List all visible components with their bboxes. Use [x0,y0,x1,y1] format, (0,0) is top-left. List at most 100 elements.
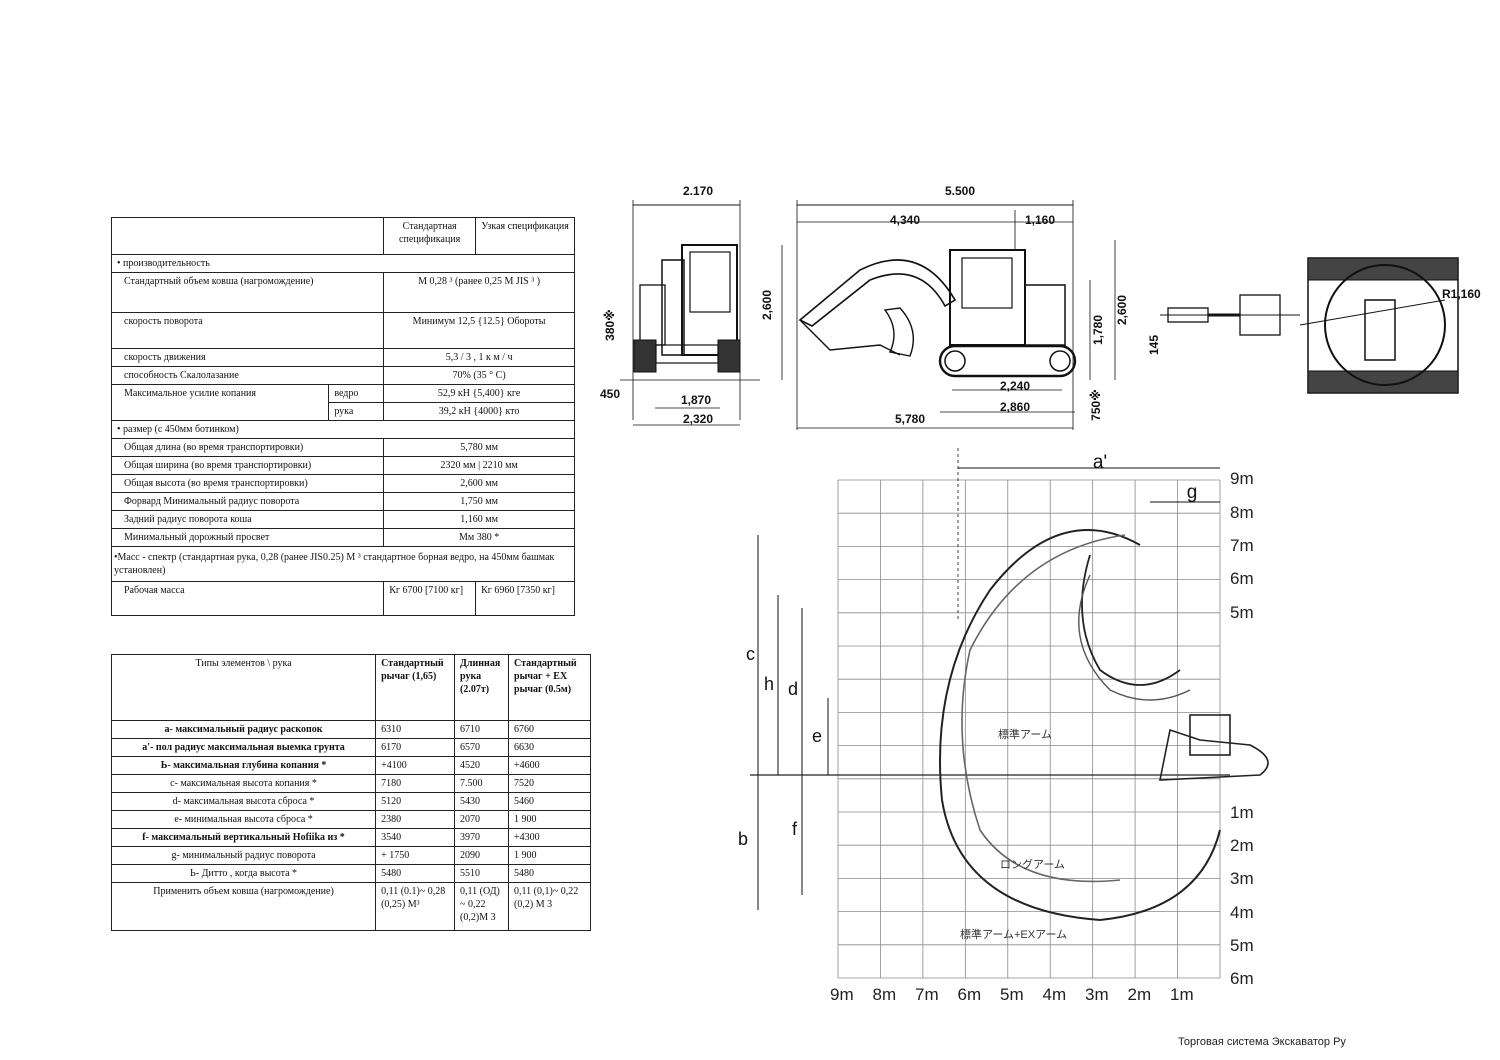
range-grid [837,479,1221,979]
range-row: Применить объем ковша (нагромождение)0,1… [110,882,591,931]
range-row-std: 5120 [375,792,456,811]
y-tick-label: 5m [1230,936,1254,955]
side-view-drawing: 5.500 4,340 1,160 2,600 1,780 2,600 145 … [760,184,1161,430]
side-dim-2860: 2,860 [1000,400,1030,414]
x-tick-label: 3m [1085,985,1109,1004]
range-row-std: 3540 [375,828,456,847]
range-row-ex: 5480 [508,864,591,883]
range-row-ex: 6630 [508,738,591,757]
travel-speed-value: 5,3 / 3 , 1 к м / ч [383,348,575,367]
y-tick-label: 4m [1230,903,1254,922]
gradeability-value: 70% (35 ° C) [383,366,575,385]
digging-force-arm-value: 39,2 кН {4000} кто [383,402,575,421]
gradeability-label: способность Скалолазание [110,366,385,385]
range-row-std: 6170 [375,738,456,757]
footer-caption: Торговая система Экскаватор Ру [1178,1036,1346,1048]
overall-height-label: Общая высота (во время транспортировки) [110,474,385,493]
range-row-long: 2090 [454,846,510,865]
y-tick-label: 6m [1230,969,1254,988]
range-row-label: a- максимальный радиус раскопок [110,720,377,739]
x-tick-label: 7m [915,985,939,1004]
range-row-long: 6710 [454,720,510,739]
curve-label-ex: 標準アーム+EXアーム [960,927,1067,941]
range-row-ex: 1 900 [508,810,591,829]
bucket-volume-value: M 0,28 ³ (ранее 0,25 M JIS ³ ) [383,272,575,313]
y-tick-label: 1m [1230,803,1254,822]
std-arm-header: Стандартный рычаг (1,65) [375,654,456,721]
std-ex-header: Стандартный рычаг + EX рычаг (0.5м) [508,654,591,721]
side-height-2600: 2,600 [760,290,774,320]
col-narrow-header: Узкая спецификация [475,217,575,255]
range-row-label: e- минимальная высота сброса * [110,810,377,829]
range-row-label: Ь- Дитто , когда высота * [110,864,377,883]
side-dim-4340: 4,340 [890,213,920,227]
side-length-top: 5.500 [945,184,975,198]
front-gauge: 1,870 [681,393,711,407]
range-row-label: g- минимальный радиус поворота [110,846,377,865]
range-row: a'- пол радиус максимальная выемка грунт… [110,738,591,757]
overall-width-value: 2320 мм | 2210 мм [383,456,575,475]
working-range-table: Типы элементов \ рука Стандартный рычаг … [110,654,591,931]
perf-section: • производительность [111,254,575,273]
x-tick-label: 8m [873,985,897,1004]
col-std-header: Стандартная спецификация [383,217,477,255]
range-row-std: 2380 [375,810,456,829]
operating-mass-narrow: Кг 6960 [7350 кг] [475,581,575,616]
range-row-ex: 0,11 (0,1)~ 0,22 (0,2) M 3 [508,882,591,931]
rear-radius-value: 1,160 мм [383,510,575,529]
machine-drawings: 2.170 380※ 450 1,870 2,320 5.500 4,340 1… [600,184,1481,430]
range-row-long: 3970 [454,828,510,847]
spec-table: Стандартная спецификация Узкая специфика… [110,217,575,616]
range-row-label: Ь- максимальная глубина копания * [110,756,377,775]
types-header: Типы элементов \ рука [110,654,377,721]
range-row-long: 4520 [454,756,510,775]
overall-length-label: Общая длина (во время транспортировки) [110,438,385,457]
digging-force-label: Максимальное усилие копания [110,384,330,421]
range-row-std: + 1750 [375,846,456,865]
label-b: b [738,829,748,849]
overall-width-label: Общая ширина (во время транспортировки) [110,456,385,475]
working-range-diagram: a' g c h d e b f 標準アーム ロングアーム 標準アーム+EXアー… [738,448,1269,1004]
x-tick-label: 1m [1170,985,1194,1004]
range-row-label: f- максимальный вертикальный Hofiika из … [110,828,377,847]
range-row-ex: 5460 [508,792,591,811]
range-row-ex: 6760 [508,720,591,739]
mass-note: •Масс - спектр (стандартная рука, 0,28 (… [111,546,575,582]
range-row-label: c- максимальная высота копания * [110,774,377,793]
label-c: c [746,644,755,664]
range-row-std: 6310 [375,720,456,739]
digging-force-bucket-value: 52,9 кН {5,400} кге [383,384,575,403]
y-tick-label: 2m [1230,836,1254,855]
range-header-row: Типы элементов \ рука Стандартный рычаг … [110,654,591,721]
label-g: g [1187,482,1198,503]
swing-speed-label: скорость поворота [110,312,385,349]
side-dim-2240: 2,240 [1000,379,1030,393]
swing-speed-value: Минимум 12,5 {12.5} Обороты [383,312,575,349]
range-row-ex: +4300 [508,828,591,847]
operating-mass-label: Рабочая масса [110,581,385,616]
range-row-long: 5430 [454,792,510,811]
range-row-std: 5480 [375,864,456,883]
range-row-std: 0,11 (0.1)~ 0,28 (0,25) M³ [375,882,456,931]
overall-length-value: 5,780 мм [383,438,575,457]
side-dim-1160: 1,160 [1025,213,1055,227]
label-f: f [792,819,798,839]
side-height-2600b: 2,600 [1115,295,1129,325]
y-tick-label: 5m [1230,603,1254,622]
front-radius-label: Форвард Минимальный радиус поворота [110,492,385,511]
range-row-long: 0,11 (ОД) ~ 0,22 (0,2)M 3 [454,882,510,931]
range-row-long: 5510 [454,864,510,883]
range-row-long: 6570 [454,738,510,757]
top-radius: R1,160 [1442,287,1481,301]
operating-mass-std: Кг 6700 [7100 кг] [383,581,477,616]
side-height-1780: 1,780 [1091,315,1105,345]
front-track-width: 450 [600,387,620,401]
range-row: f- максимальный вертикальный Hofiika из … [110,828,591,847]
front-view-drawing: 2.170 380※ 450 1,870 2,320 [600,184,760,426]
